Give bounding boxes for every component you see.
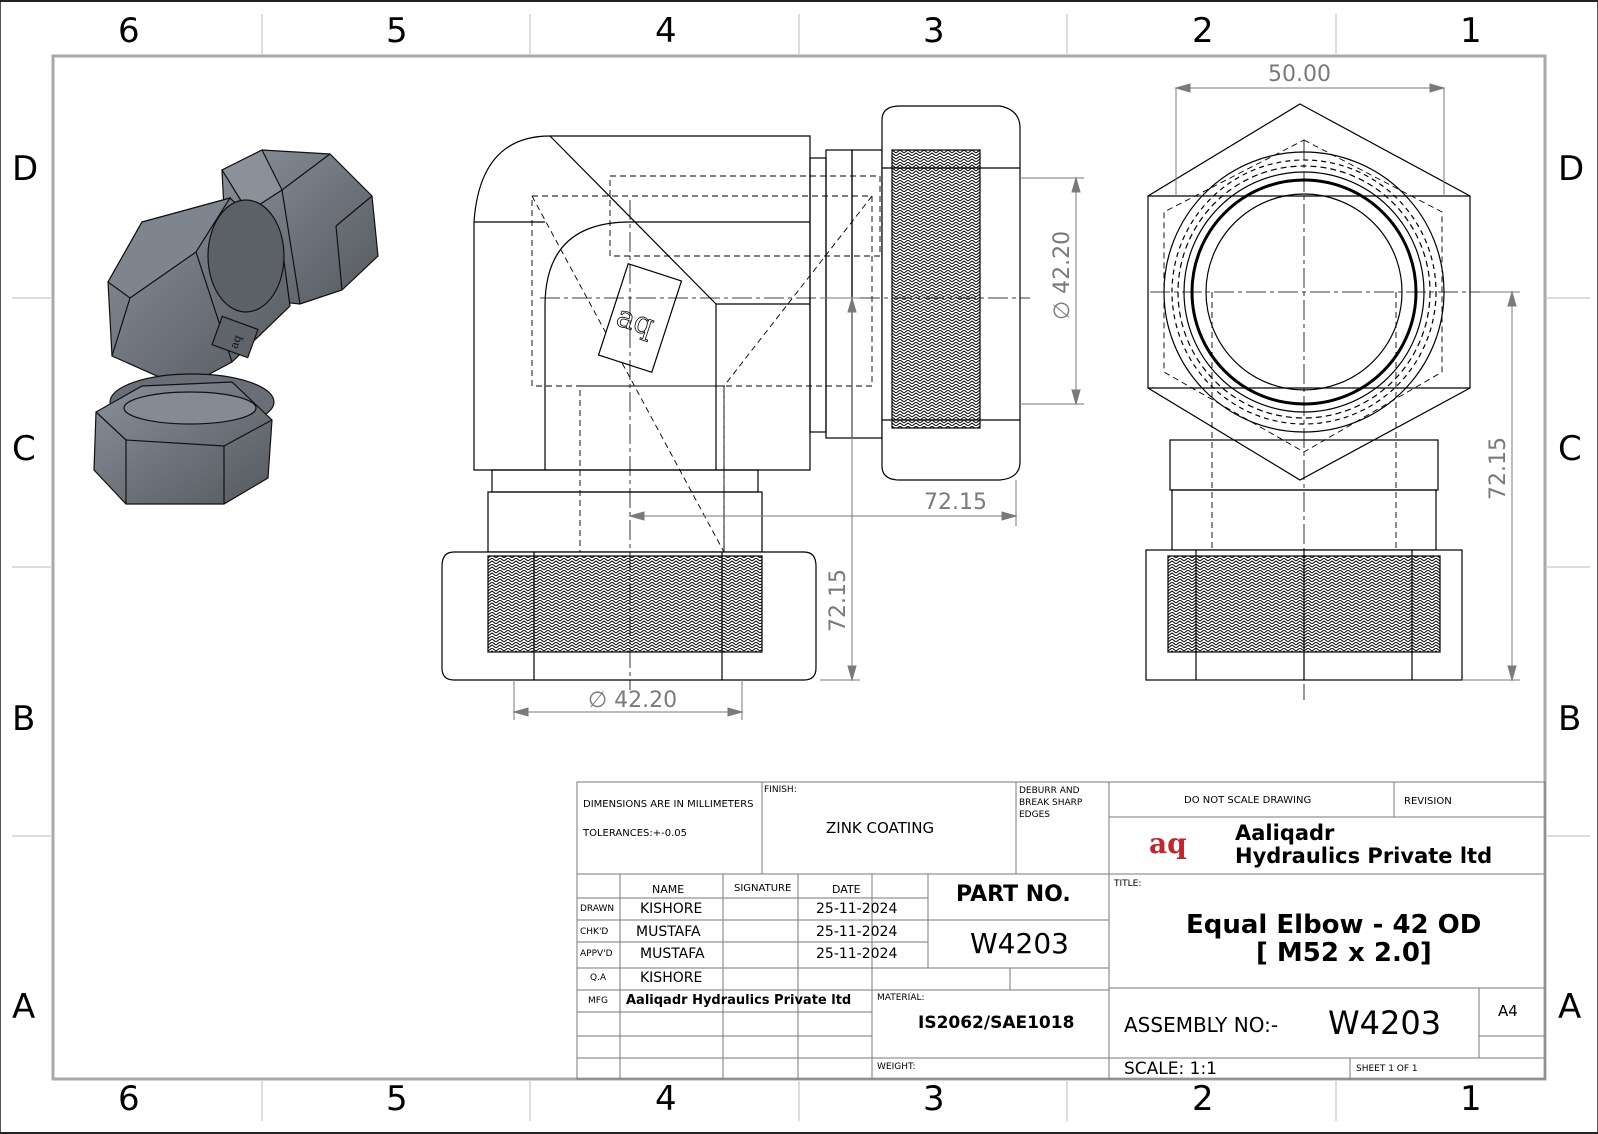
zone-row-b-right: B <box>1558 699 1582 739</box>
revision-label: REVISION <box>1404 796 1452 807</box>
deburr-line3: EDGES <box>1019 810 1050 820</box>
zone-col-1-top: 1 <box>1460 11 1482 51</box>
dim-front-length: 72.15 <box>924 490 987 515</box>
weight-label: WEIGHT: <box>877 1062 916 1072</box>
row-qa-role: Q.A <box>590 973 607 983</box>
title-line1: Equal Elbow - 42 OD <box>1186 910 1482 940</box>
zone-col-1-bottom: 1 <box>1460 1079 1482 1119</box>
zone-col-3-bottom: 3 <box>923 1079 945 1119</box>
zone-col-5-top: 5 <box>386 11 408 51</box>
zone-col-4-top: 4 <box>655 11 677 51</box>
zone-col-2-top: 2 <box>1192 11 1214 51</box>
row-checked-name: MUSTAFA <box>636 924 701 940</box>
front-dimensions <box>512 176 1084 720</box>
row-approved-role: APPV'D <box>580 949 613 959</box>
scale-value: SCALE: 1:1 <box>1124 1059 1217 1079</box>
header-signature: SIGNATURE <box>734 883 792 894</box>
row-approved-date: 25-11-2024 <box>816 946 898 962</box>
do-not-scale-note: DO NOT SCALE DRAWING <box>1184 795 1312 806</box>
company-logo: aq <box>1149 827 1187 860</box>
row-qa-name: KISHORE <box>640 970 703 986</box>
row-checked-role: CHK'D <box>580 927 609 937</box>
iso-logo-mark: aq <box>227 333 244 350</box>
part-no-label: PART NO. <box>956 882 1071 907</box>
material-value: IS2062/SAE1018 <box>918 1013 1075 1033</box>
deburr-line2: BREAK SHARP <box>1019 798 1083 808</box>
assembly-no-value: W4203 <box>1328 1004 1442 1042</box>
dim-right-height: 72.15 <box>1486 437 1511 500</box>
row-approved-name: MUSTAFA <box>640 946 705 962</box>
mfg-label: MFG <box>588 996 608 1006</box>
dim-bottom-diameter: ∅ 42.20 <box>588 688 678 713</box>
zone-row-d-right: D <box>1558 149 1585 189</box>
mfg-value: Aaliqadr Hydraulics Private ltd <box>626 993 852 1008</box>
sheet-size: A4 <box>1498 1002 1518 1020</box>
units-note: DIMENSIONS ARE IN MILLIMETERS <box>583 799 754 810</box>
title-line2: [ M52 x 2.0] <box>1256 938 1432 968</box>
dim-side-diameter: ∅ 42.20 <box>1050 230 1075 320</box>
right-dimensions <box>1174 83 1520 682</box>
company-name-line1: Aaliqadr <box>1235 821 1335 845</box>
zone-row-a-left: A <box>12 987 36 1027</box>
row-drawn-date: 25-11-2024 <box>816 901 898 917</box>
row-checked-date: 25-11-2024 <box>816 924 898 940</box>
zone-row-a-right: A <box>1558 987 1582 1027</box>
material-label: MATERIAL: <box>877 993 925 1003</box>
zone-col-2-bottom: 2 <box>1192 1079 1214 1119</box>
deburr-line1: DEBURR AND <box>1019 786 1080 796</box>
company-name-line2: Hydraulics Private ltd <box>1235 844 1493 868</box>
finish-value: ZINK COATING <box>826 819 935 837</box>
zone-col-4-bottom: 4 <box>655 1079 677 1119</box>
zone-row-c-left: C <box>12 429 36 469</box>
zone-col-6-top: 6 <box>118 11 140 51</box>
row-drawn-role: DRAWN <box>580 904 615 914</box>
dim-top-width: 50.00 <box>1268 62 1331 87</box>
row-drawn-name: KISHORE <box>640 901 703 917</box>
zone-col-6-bottom: 6 <box>118 1079 140 1119</box>
zone-ticks <box>12 14 1590 1121</box>
title-label: TITLE: <box>1114 879 1142 889</box>
title-block-grid <box>576 781 1546 1080</box>
zone-row-b-left: B <box>12 699 36 739</box>
tolerances-note: TOLERANCES:+-0.05 <box>583 828 688 839</box>
zone-row-d-left: D <box>12 149 39 189</box>
zone-col-5-bottom: 5 <box>386 1079 408 1119</box>
zone-row-c-right: C <box>1558 429 1582 469</box>
assembly-no-label: ASSEMBLY NO:- <box>1124 1013 1279 1037</box>
sheet-number: SHEET 1 OF 1 <box>1356 1064 1418 1074</box>
finish-label: FINISH: <box>764 785 797 795</box>
zone-col-3-top: 3 <box>923 11 945 51</box>
isometric-view: aq <box>93 149 379 505</box>
header-name: NAME <box>652 883 685 896</box>
right-view <box>1145 103 1512 700</box>
dim-front-height: 72.15 <box>826 569 851 632</box>
front-view: aq <box>441 105 1030 690</box>
part-no-value: W4203 <box>970 927 1069 960</box>
header-date: DATE <box>832 883 861 896</box>
